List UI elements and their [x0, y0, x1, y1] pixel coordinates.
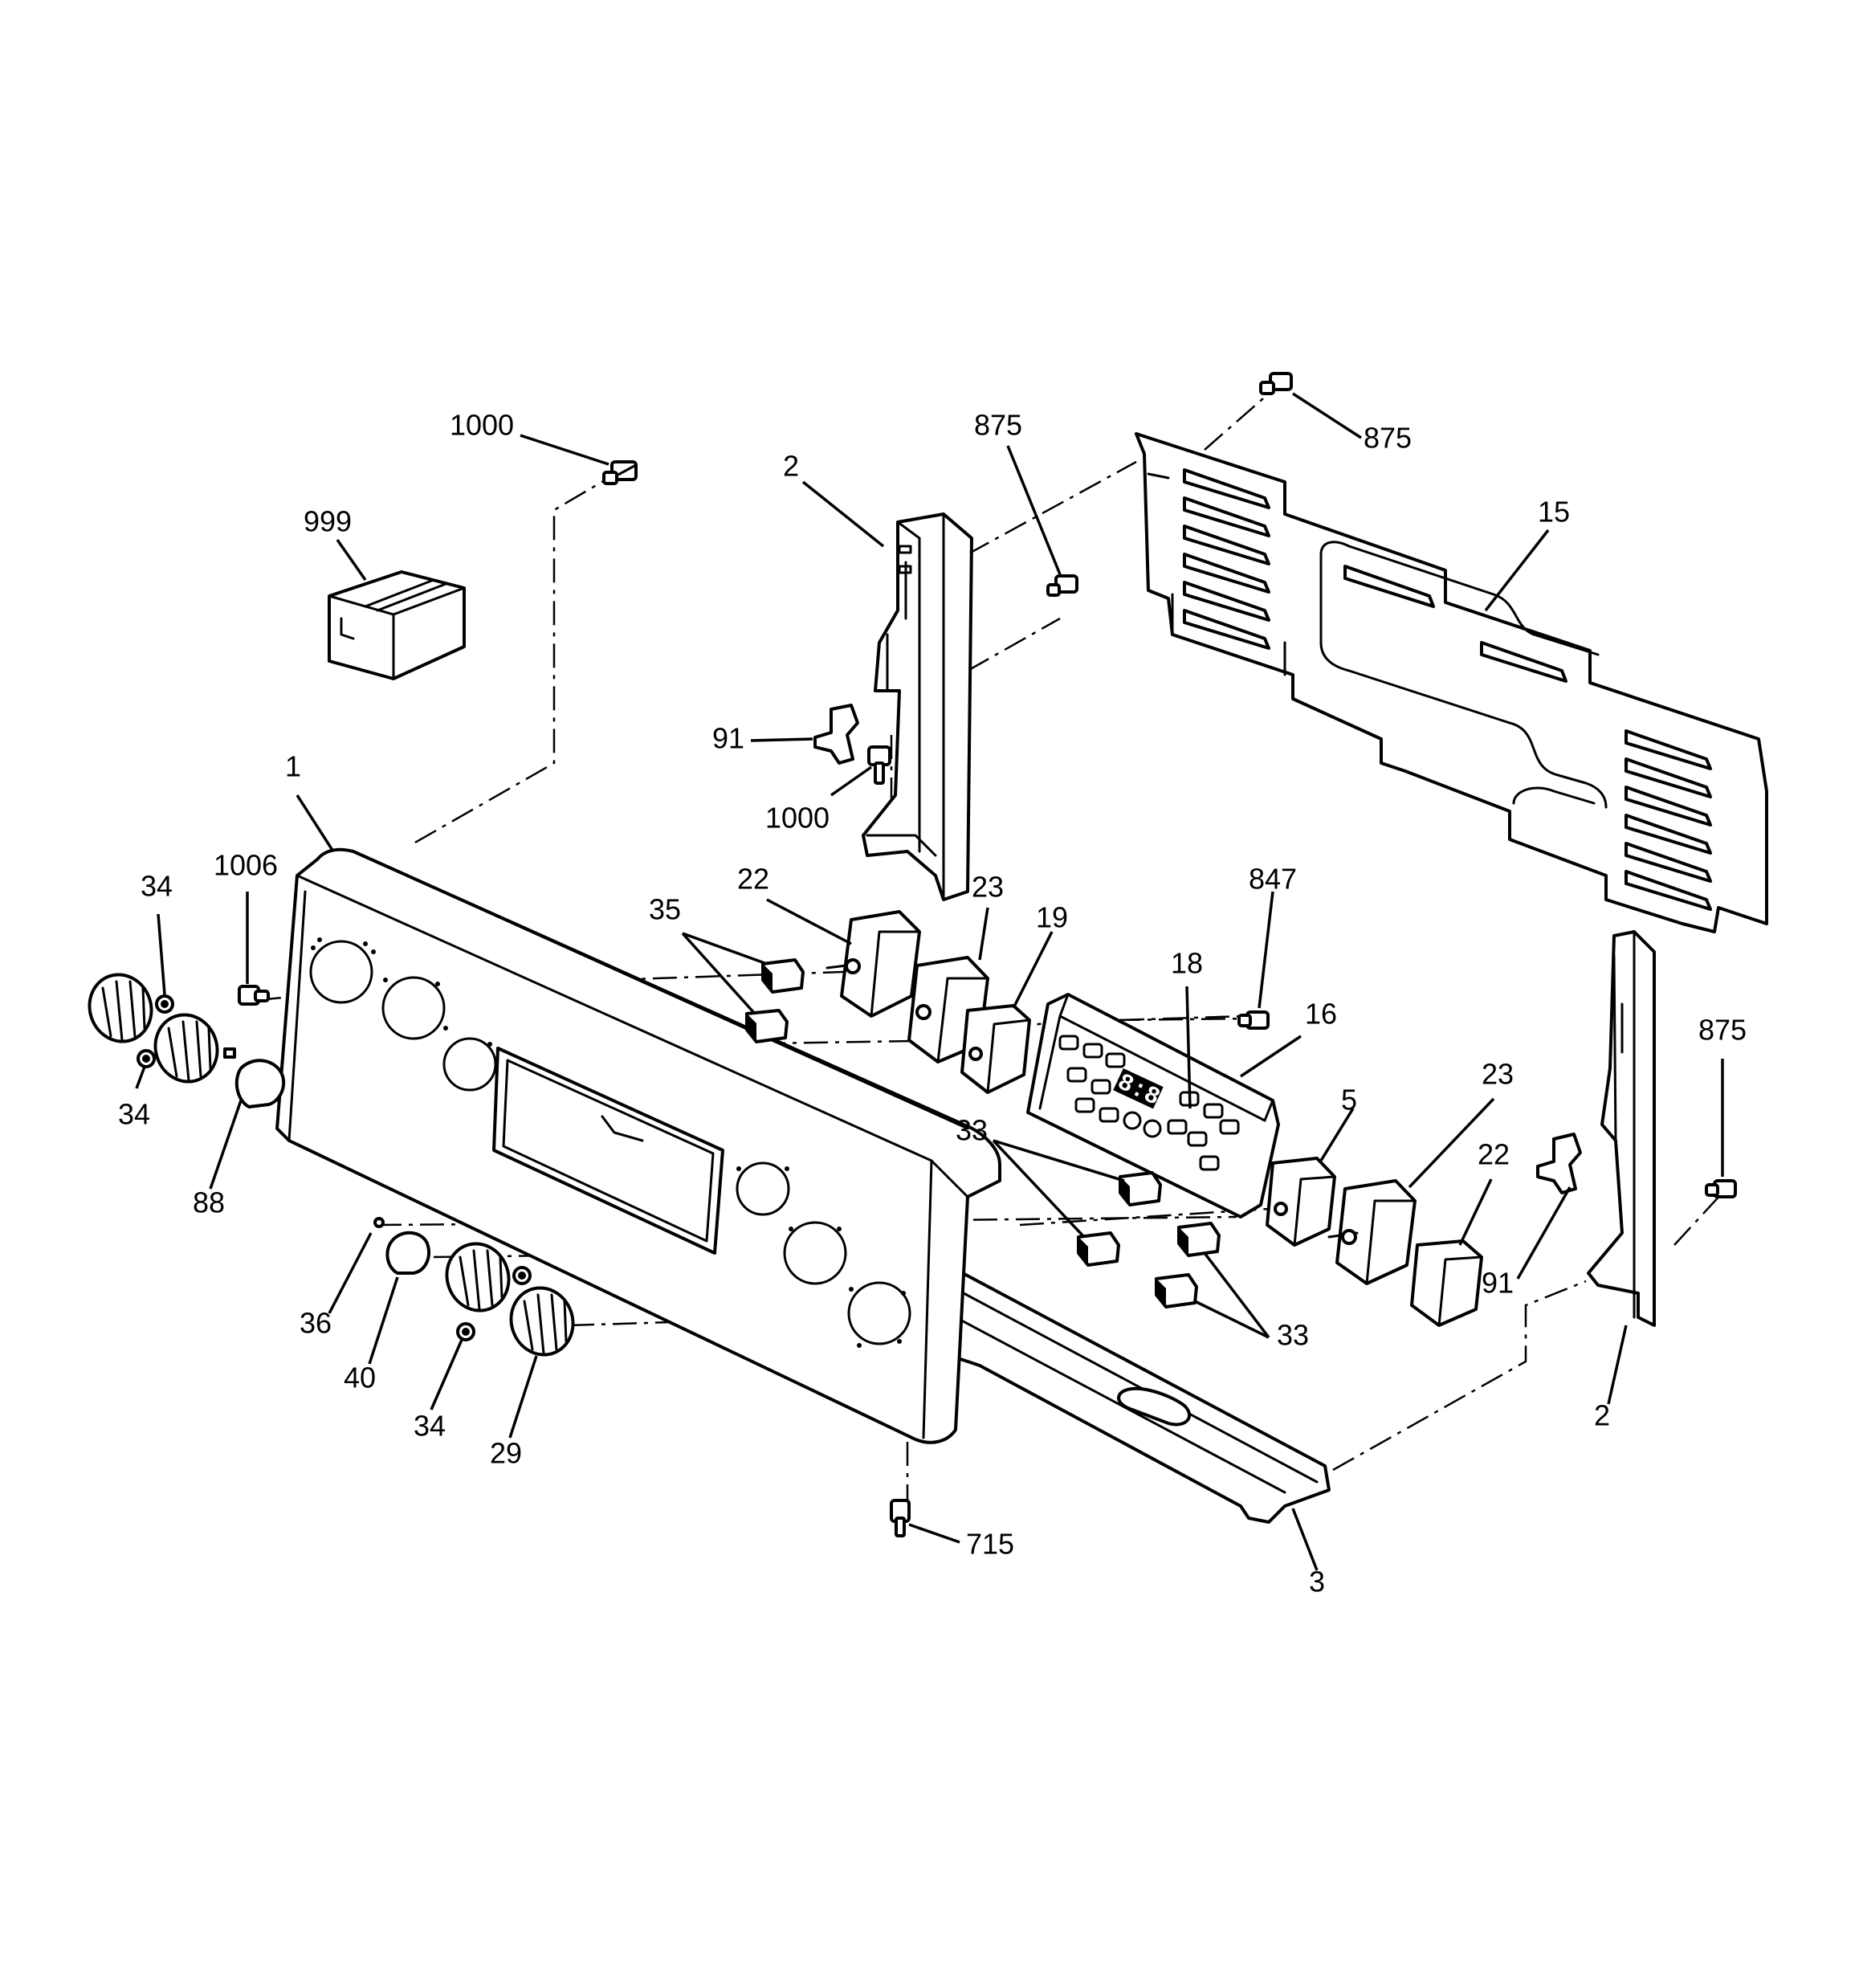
louver-right	[1625, 729, 1712, 911]
screw-875-top	[1259, 372, 1293, 395]
callout-1000-top: 1000	[450, 409, 514, 442]
leader-lines	[135, 392, 1724, 1571]
callout-1000-mid: 1000	[765, 802, 830, 835]
switch-cap-35-b	[745, 1009, 789, 1043]
screw-875-right	[1705, 1179, 1737, 1198]
knob-88	[234, 1059, 286, 1108]
callout-2-left: 2	[783, 450, 799, 483]
switch-5	[1266, 1157, 1336, 1247]
screw-1000-top	[602, 460, 638, 485]
switch-19	[960, 1004, 1031, 1094]
callout-40: 40	[344, 1361, 376, 1394]
callout-2-right: 2	[1594, 1399, 1610, 1432]
screw-715	[890, 1499, 911, 1537]
callout-5: 5	[1341, 1084, 1357, 1116]
callout-19: 19	[1036, 901, 1068, 934]
bracket-91-left	[813, 704, 859, 765]
callout-875-mid: 875	[974, 409, 1022, 442]
callout-18: 18	[1171, 947, 1203, 980]
knob-clip-34-c	[456, 1322, 475, 1341]
control-panel-1	[275, 847, 1001, 1444]
control-panel-trim-3	[946, 1263, 1331, 1524]
louver-left	[1183, 468, 1270, 650]
callout-847: 847	[1249, 863, 1297, 896]
knob-40	[385, 1231, 430, 1275]
callout-16: 16	[1305, 998, 1337, 1031]
callout-22-left: 22	[737, 863, 769, 896]
callout-875-right: 875	[1698, 1014, 1747, 1047]
callout-35: 35	[649, 893, 681, 926]
switch-cap-35-a	[761, 958, 805, 994]
screw-1000-mid	[867, 745, 891, 785]
callout-999: 999	[304, 505, 352, 538]
callout-33-top: 33	[956, 1114, 988, 1147]
callout-34-c: 34	[414, 1410, 446, 1443]
knob-bottom-upper	[445, 1242, 511, 1312]
knob-29	[509, 1286, 575, 1357]
callout-33-bottom: 33	[1277, 1319, 1309, 1352]
callout-1006: 1006	[214, 849, 278, 882]
knob-clip-36	[373, 1217, 385, 1228]
switch-cap-33-b	[1077, 1231, 1120, 1267]
callout-34-b: 34	[118, 1098, 150, 1131]
screw-847	[1237, 1010, 1270, 1030]
knob-left-upper	[88, 973, 153, 1043]
callout-36: 36	[300, 1307, 332, 1340]
switch-cap-33-c	[1177, 1222, 1221, 1257]
callout-3: 3	[1309, 1565, 1325, 1598]
screw-1006	[238, 985, 270, 1006]
knob-clip-34-a	[155, 994, 174, 1014]
control-keypad	[1058, 1035, 1240, 1171]
carton-999	[328, 570, 466, 680]
knob-clip-34-b	[137, 1049, 156, 1068]
end-cap-left-2	[862, 512, 973, 901]
callout-875-top: 875	[1364, 422, 1412, 455]
callout-23-right: 23	[1482, 1058, 1514, 1091]
oven-control-16: 88:88	[1026, 993, 1280, 1219]
switch-cap-33-a	[1119, 1171, 1162, 1206]
panel-tick-marks	[311, 937, 906, 1348]
callout-labels: 1000 999 2 875 875 15 91 1000 1 1006 34 …	[118, 409, 1747, 1598]
callout-91-right: 91	[1482, 1267, 1514, 1300]
screw-875-mid	[1046, 574, 1078, 597]
switch-22-left	[826, 910, 921, 1018]
switch-22-right	[1410, 1239, 1483, 1327]
callout-23-left: 23	[972, 871, 1004, 904]
callout-34-a: 34	[141, 870, 173, 903]
callout-715: 715	[966, 1528, 1014, 1561]
bracket-91-right	[1536, 1133, 1582, 1194]
knob-spring-small	[223, 1047, 236, 1059]
callout-22-right: 22	[1478, 1138, 1510, 1171]
callout-88: 88	[193, 1186, 225, 1219]
knob-left-lower	[153, 1013, 219, 1084]
back-cover-15	[1135, 432, 1768, 933]
switch-cap-33-d	[1155, 1273, 1198, 1308]
callout-29: 29	[490, 1437, 522, 1470]
clock-display	[1113, 1067, 1164, 1109]
switch-23-right	[1327, 1179, 1417, 1285]
callout-15: 15	[1538, 496, 1570, 529]
callout-91-left: 91	[712, 722, 744, 755]
knob-clip-34-top	[512, 1266, 532, 1285]
callout-1: 1	[285, 750, 301, 783]
end-cap-right-2	[1587, 930, 1656, 1327]
